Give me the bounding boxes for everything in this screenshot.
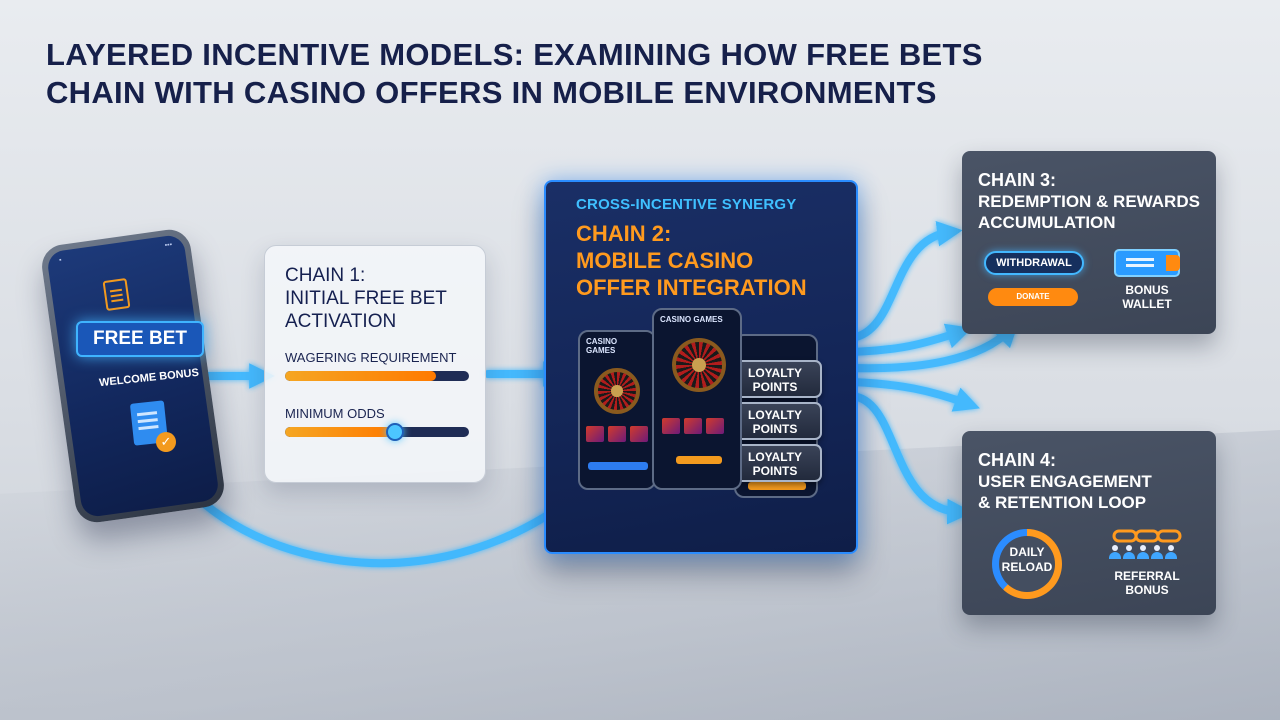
casino-play-button[interactable] [588,462,648,470]
loyalty-points-chip-2[interactable]: LOYALTY POINTS [728,402,822,440]
minimum-odds-fill [285,427,396,437]
referral-line1: REFERRAL [1114,569,1180,583]
people-group-icon [1109,545,1177,559]
chain4-title-line3: & RETENTION LOOP [978,493,1147,512]
roulette-wheel-icon [672,338,726,392]
chain2-title: CHAIN 2: MOBILE CASINO OFFER INTEGRATION [576,220,807,301]
roulette-wheel-icon [594,368,640,414]
arrow-chain2-to-chain3-b [848,323,973,356]
casino-phone-middle: CASINO GAMES [652,308,742,490]
wallet-label-line1: BONUS [1125,283,1169,297]
minimum-odds-label: MINIMUM ODDS [285,406,385,421]
person-icon [1151,545,1163,559]
chain2-subtitle: CROSS-INCENTIVE SYNERGY [576,196,797,213]
withdrawal-button[interactable]: WITHDRAWAL [984,251,1084,275]
referral-bonus-label: REFERRAL BONUS [1104,569,1190,597]
person-icon [1137,545,1149,559]
chain2-title-line3: OFFER INTEGRATION [576,275,807,300]
chain3-title-line1: CHAIN 3: [978,170,1057,190]
casino-orange-button[interactable] [676,456,722,464]
chain4-title: CHAIN 4: USER ENGAGEMENT & RETENTION LOO… [978,449,1152,513]
game-thumbnails-left [586,426,648,442]
document-icon [102,277,131,312]
arrow-chain2-to-right [848,378,981,412]
chain1-title: CHAIN 1: INITIAL FREE BET ACTIVATION [285,264,447,333]
wagering-requirement-label: WAGERING REQUIREMENT [285,350,457,365]
chain4-card: CHAIN 4: USER ENGAGEMENT & RETENTION LOO… [962,431,1216,615]
arrow-phone-to-chain2-curve [172,470,581,568]
loyalty-chip-line2: POINTS [752,422,798,436]
free-bet-badge[interactable]: FREE BET [76,321,204,357]
game-thumbnail[interactable] [630,426,648,442]
chain-link-icon [1112,529,1182,543]
game-thumbnail[interactable] [586,426,604,442]
chain3-card: CHAIN 3: REDEMPTION & REWARDS ACCUMULATI… [962,151,1216,334]
daily-reload-ring-icon [992,529,1062,599]
casino-claim-button[interactable] [748,482,806,490]
chain1-title-line3: ACTIVATION [285,311,397,332]
wallet-label-line2: WALLET [1122,297,1172,311]
loyalty-chip-line2: POINTS [752,380,798,394]
arrow-chain2-to-chain4 [848,392,973,525]
loyalty-chip-line1: LOYALTY [747,408,802,422]
loyalty-chip-line2: POINTS [752,464,798,478]
chain2-title-line1: CHAIN 2: [576,221,672,246]
casino-phone-left-header: CASINO GAMES [586,337,618,355]
reload-line2: RELOAD [1001,560,1053,574]
game-thumbnail[interactable] [706,418,724,434]
casino-phone-middle-header: CASINO GAMES [660,315,723,324]
phone-status-bar: ▪▪▪▪ [58,241,173,265]
donate-button[interactable]: DONATE [988,288,1078,306]
arrow-chain2-to-chain3-a [848,221,963,342]
daily-reload-label: DAILY RELOAD [992,545,1062,575]
game-thumbnail[interactable] [662,418,680,434]
wagering-requirement-bar [285,371,469,381]
page-title: Layered Incentive Models: Examining How … [46,36,1146,112]
casino-phone-left: CASINO GAMES [578,330,656,490]
reload-line1: DAILY [1009,545,1045,559]
game-thumbnail[interactable] [608,426,626,442]
chain4-title-line1: CHAIN 4: [978,450,1057,470]
minimum-odds-slider-track[interactable] [285,427,469,437]
loyalty-chip-line1: LOYALTY [747,450,802,464]
wagering-requirement-fill [285,371,436,381]
person-icon [1123,545,1135,559]
loyalty-points-chip-1[interactable]: LOYALTY POINTS [728,360,822,398]
chain3-title: CHAIN 3: REDEMPTION & REWARDS ACCUMULATI… [978,169,1200,233]
chain2-title-line2: MOBILE CASINO [576,248,754,273]
minimum-odds-slider-handle[interactable] [386,423,405,441]
check-circle-icon: ✓ [156,432,176,452]
game-thumbnails-middle [662,418,724,434]
game-thumbnail[interactable] [684,418,702,434]
referral-line2: BONUS [1125,583,1169,597]
person-icon [1165,545,1177,559]
loyalty-chip-line1: LOYALTY [747,366,802,380]
person-icon [1109,545,1121,559]
title-line-2: Chain With Casino Offers in Mobile Envir… [46,75,937,110]
loyalty-points-chip-3[interactable]: LOYALTY POINTS [728,444,822,482]
bonus-wallet-label: BONUS WALLET [1112,283,1182,311]
title-line-1: Layered Incentive Models: Examining How … [46,37,983,72]
chain3-title-line3: ACCUMULATION [978,213,1116,232]
bonus-wallet-icon [1114,249,1180,277]
chain1-title-line1: CHAIN 1: [285,265,366,286]
chain3-title-line2: REDEMPTION & REWARDS [978,192,1200,211]
arrow-chain2-to-chain3-c [848,320,1020,373]
chain1-card: CHAIN 1: INITIAL FREE BET ACTIVATION WAG… [264,245,486,483]
chain1-title-line2: INITIAL FREE BET [285,288,447,309]
chain4-title-line2: USER ENGAGEMENT [978,472,1152,491]
